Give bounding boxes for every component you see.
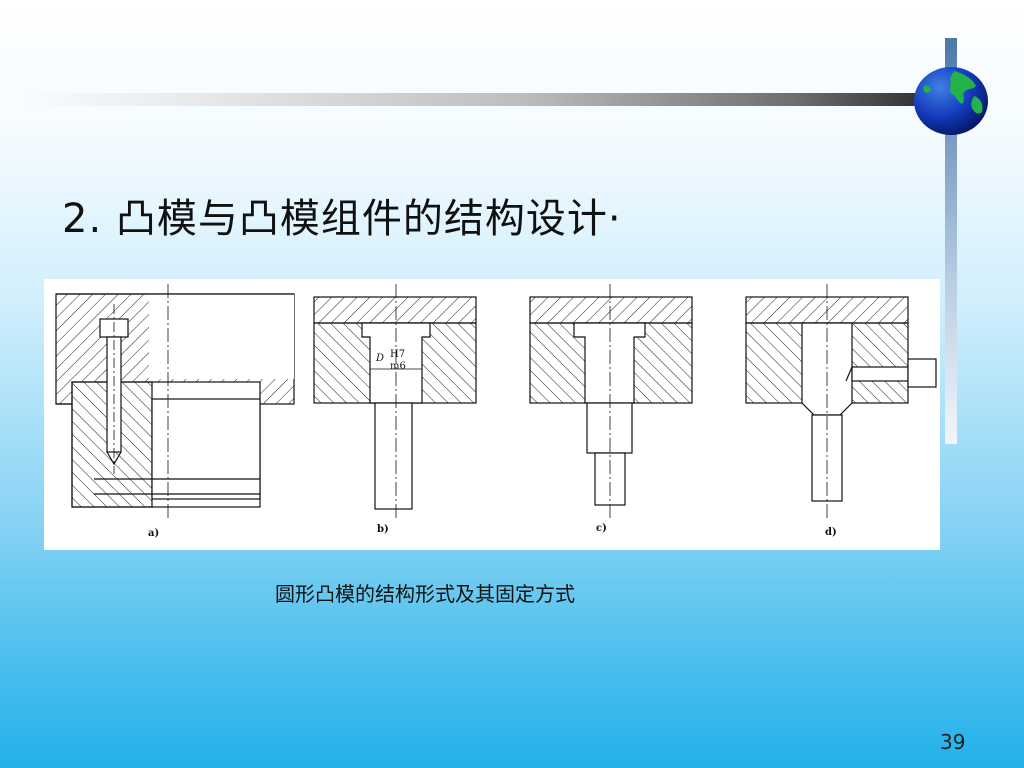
side-divider (945, 38, 957, 444)
dimension-symbol: D (375, 353, 384, 364)
diagram-b (313, 284, 477, 519)
sublabel-c: c) (596, 523, 607, 534)
figure-caption: 圆形凸模的结构形式及其固定方式 (275, 582, 575, 606)
punch-structure-figure: D H7 m6 a) b) c) d) (55, 284, 937, 539)
fit-upper: H7 (390, 349, 405, 360)
header-divider (24, 93, 930, 106)
sublabel-a: a) (148, 528, 159, 539)
punch-diagram-panel: D H7 m6 a) b) c) d) (44, 279, 940, 550)
diagram-d (745, 284, 937, 519)
page-number: 39 (940, 730, 966, 754)
sublabel-d: d) (825, 527, 837, 538)
sublabel-b: b) (377, 524, 389, 535)
fit-lower: m6 (390, 361, 406, 372)
slide-title: 2. 凸模与凸模组件的结构设计· (62, 196, 622, 242)
diagram-a (55, 284, 295, 519)
globe-icon (914, 67, 988, 135)
diagram-c (529, 284, 693, 519)
